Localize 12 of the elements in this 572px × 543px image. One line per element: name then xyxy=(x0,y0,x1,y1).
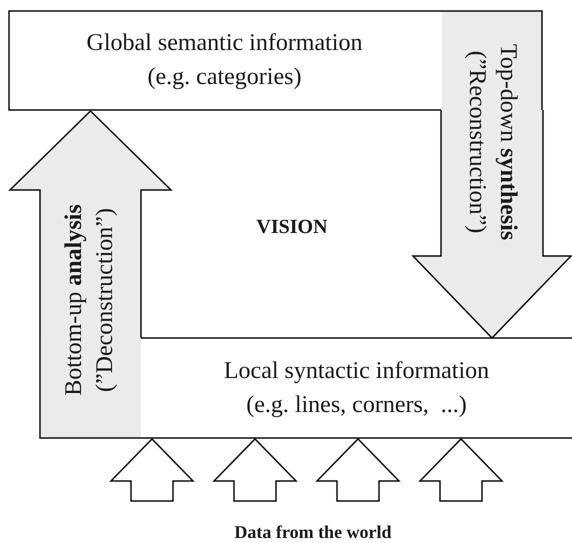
diagram-label: VISION xyxy=(255,215,329,240)
node-text: Local syntactic information xyxy=(224,357,490,386)
block-arrow xyxy=(411,109,572,340)
node-text: Data from the world xyxy=(234,520,392,543)
block-arrow xyxy=(315,438,401,502)
block-arrow xyxy=(418,438,504,502)
node-text: (e.g. categories) xyxy=(148,63,302,92)
block-arrow xyxy=(109,438,195,502)
node-text: (e.g. lines, corners, ...) xyxy=(246,391,467,420)
node-text: Global semantic information xyxy=(86,29,362,58)
block-arrow xyxy=(8,110,173,339)
block-arrow xyxy=(212,438,298,502)
